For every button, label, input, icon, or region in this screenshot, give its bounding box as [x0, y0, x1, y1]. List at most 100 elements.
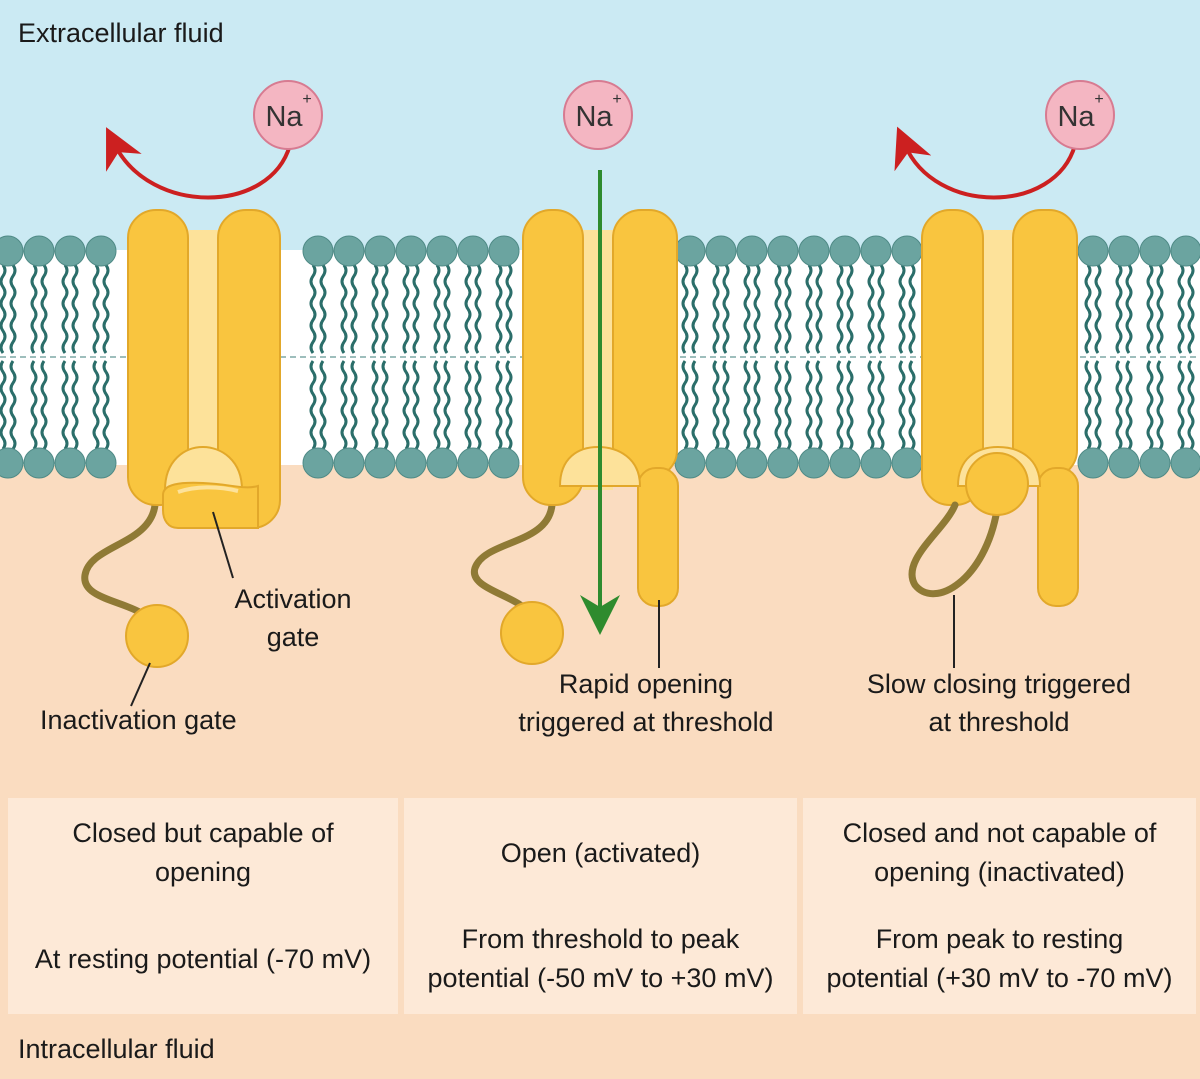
lipid-tail: [691, 264, 699, 354]
lipid-tail: [898, 360, 906, 450]
lipid-head: [85, 235, 117, 267]
lipid-head: [1077, 447, 1109, 479]
slow-closing-label: Slow closing triggered at threshold: [866, 669, 1132, 737]
lipid-head: [1108, 447, 1140, 479]
lipid-tail: [681, 360, 689, 450]
inactivation-gate-tether: [81, 501, 159, 634]
ion-charge: +: [1094, 91, 1103, 108]
lipid-head: [23, 447, 55, 479]
lipid-tail: [1187, 264, 1195, 354]
activation-gate-open: [637, 467, 679, 607]
lipid-tail: [30, 360, 38, 450]
lipid-tail: [743, 360, 751, 450]
lipid-head: [860, 447, 892, 479]
lipid-tail: [92, 360, 100, 450]
lipid-tail: [319, 264, 327, 354]
channel-subunit-right: [1012, 209, 1078, 479]
panel-state: Closed but capable of opening: [72, 818, 334, 887]
lipid-tail: [505, 360, 513, 450]
lipid-head: [829, 447, 861, 479]
lipid-head: [736, 447, 768, 479]
lipid-head: [0, 235, 24, 267]
lipid-head: [488, 447, 520, 479]
lipid-tail: [1177, 264, 1185, 354]
channel-inactivated: [894, 126, 1079, 668]
lipid-tail: [474, 360, 482, 450]
lipid-head: [23, 235, 55, 267]
lipid-tail: [712, 360, 720, 450]
lipid-tail: [1094, 360, 1102, 450]
lipid-head: [829, 235, 861, 267]
lipid-head: [364, 447, 396, 479]
lipid-tail: [867, 264, 875, 354]
lipid-tail: [309, 264, 317, 354]
lipid-head: [798, 447, 830, 479]
lipid-tail: [1115, 360, 1123, 450]
lipid-tail: [412, 264, 420, 354]
lipid-tail: [402, 264, 410, 354]
lipid-tail: [92, 264, 100, 354]
lipid-head: [1139, 447, 1171, 479]
activation-gate-cup: [163, 445, 244, 491]
lipid-head: [705, 235, 737, 267]
lipid-head: [85, 447, 117, 479]
na-ion-3: Na +: [1045, 80, 1115, 150]
lipid-head: [54, 447, 86, 479]
lipid-heads: [0, 235, 1200, 479]
lipid-tail: [61, 360, 69, 450]
ion-symbol: Na: [575, 101, 613, 133]
lipid-tail: [402, 360, 410, 450]
lipid-head: [798, 235, 830, 267]
lipid-tail: [464, 264, 472, 354]
lipid-tail: [381, 360, 389, 450]
lipid-tail: [836, 264, 844, 354]
panel-potential: At resting potential (-70 mV): [34, 943, 372, 974]
lipid-tail: [774, 360, 782, 450]
lipid-tail: [681, 264, 689, 354]
lipid-tail: [71, 264, 79, 354]
lipid-head: [1170, 235, 1200, 267]
lipid-tail: [412, 360, 420, 450]
lipid-tail: [1125, 360, 1133, 450]
state-panel-inactivated: Closed and not capable of opening (inact…: [803, 798, 1196, 1014]
na-efflux-arrow-1: [106, 127, 292, 200]
activation-gate-pointer: [212, 511, 234, 579]
inactivation-gate-ball: [125, 604, 189, 668]
lipid-tail: [0, 360, 7, 450]
lipid-head: [1077, 235, 1109, 267]
channel-closed-resting: [81, 127, 292, 707]
lipid-tail: [846, 360, 854, 450]
lipid-tail: [1156, 264, 1164, 354]
lipid-head: [302, 235, 334, 267]
lipid-tail: [495, 360, 503, 450]
lipid-tail: [474, 264, 482, 354]
lipid-head: [891, 235, 923, 267]
channel-subunit-right: [612, 209, 678, 479]
lipid-tail: [371, 264, 379, 354]
panel-state: Open (activated): [500, 837, 701, 868]
lipid-tail: [1156, 360, 1164, 450]
lipid-tail: [443, 264, 451, 354]
lipid-tail: [753, 264, 761, 354]
lipid-head: [1170, 447, 1200, 479]
activation-gate-open: [1037, 467, 1079, 607]
inactivation-gate-pointer: [130, 662, 151, 707]
channel-subunit-left: [522, 209, 584, 506]
lipid-tail: [433, 360, 441, 450]
state-panel-open: Open (activated) From threshold to peak …: [404, 798, 797, 1014]
lipid-tail: [1084, 360, 1092, 450]
lipid-tail: [443, 360, 451, 450]
na-ion-2: Na +: [563, 80, 633, 150]
lipid-tail: [40, 360, 48, 450]
activation-gate-gap: [177, 485, 239, 494]
ion-symbol: Na: [265, 101, 303, 133]
lipid-tail: [805, 264, 813, 354]
lipid-tail: [908, 360, 916, 450]
lipid-tail: [1146, 264, 1154, 354]
lipid-tail: [1146, 360, 1154, 450]
lipid-tail: [433, 264, 441, 354]
lipid-tail: [1177, 360, 1185, 450]
lipid-tail: [1187, 360, 1195, 450]
